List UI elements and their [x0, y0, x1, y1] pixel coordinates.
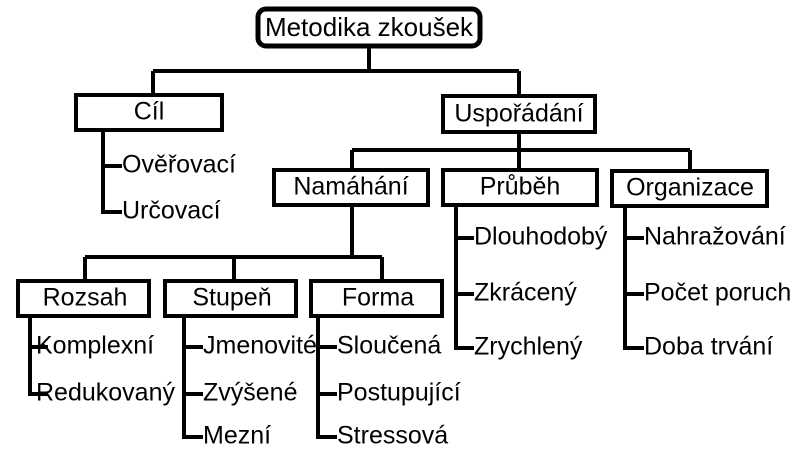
- connector-group: [28, 46, 692, 439]
- node-namahani[interactable]: Namáhání: [272, 168, 430, 207]
- node-cil-box: [74, 93, 224, 132]
- node-organizace-label: Organizace: [626, 174, 754, 202]
- leaf-cil-overovaci: Ověřovací: [122, 151, 236, 179]
- leaf-prubeh-dlouhodoby: Dlouhodobý: [474, 223, 608, 251]
- leaf-forma-stressova: Stressová: [337, 422, 448, 450]
- leaf-rozsah-redukovany: Redukovaný: [36, 379, 175, 407]
- node-prubeh-label: Průběh: [480, 173, 561, 201]
- leaf-organizace-nahrazovani: Nahražování: [644, 223, 786, 251]
- node-rozsah[interactable]: Rozsah: [16, 279, 151, 318]
- node-stupen[interactable]: Stupeň: [163, 279, 298, 318]
- node-root-box: [255, 6, 483, 49]
- node-namahani-box: [272, 168, 430, 207]
- node-organizace-box: [610, 169, 769, 208]
- leaf-stupen-jmenovite: Jmenovité: [203, 332, 317, 360]
- connector-stupen-leaves: [182, 316, 203, 439]
- node-organizace[interactable]: Organizace: [610, 169, 769, 208]
- node-usporadani[interactable]: Uspořádání: [441, 94, 597, 134]
- node-stupen-label: Stupeň: [192, 284, 271, 312]
- node-forma-box: [309, 279, 444, 318]
- node-rozsah-box: [16, 279, 151, 318]
- leaf-forma-postupujici: Postupující: [337, 379, 461, 407]
- node-root[interactable]: Metodika zkoušek: [255, 6, 483, 49]
- leaf-prubeh-zrychleny: Zrychlený: [474, 333, 583, 361]
- leaf-stupen-zvysene: Zvýšené: [203, 379, 297, 407]
- node-forma[interactable]: Forma: [309, 279, 444, 318]
- leaf-rozsah-komplexni: Komplexní: [36, 332, 154, 360]
- node-namahani-label: Namáhání: [293, 173, 408, 201]
- node-prubeh[interactable]: Průběh: [441, 168, 599, 207]
- leaf-prubeh-zkraceny: Zkrácený: [474, 279, 577, 307]
- node-forma-label: Forma: [342, 284, 414, 312]
- connector-rozsah-leaves: [28, 316, 48, 396]
- node-cil[interactable]: Cíl: [74, 93, 224, 132]
- node-usporadani-box: [441, 94, 597, 134]
- leaf-organizace-pocet-poruch: Počet poruch: [644, 279, 791, 307]
- connector-organizace-leaves: [623, 206, 644, 350]
- node-prubeh-box: [441, 168, 599, 207]
- connector-forma-leaves: [316, 316, 337, 439]
- node-rozsah-label: Rozsah: [43, 284, 128, 312]
- node-root-label: Metodika zkoušek: [265, 12, 474, 42]
- node-cil-label: Cíl: [134, 98, 165, 126]
- leaf-cil-urcovaci: Určovací: [122, 197, 221, 225]
- node-stupen-box: [163, 279, 298, 318]
- leaf-stupen-mezni: Mezní: [203, 422, 271, 450]
- node-usporadani-label: Uspořádání: [454, 100, 583, 128]
- connector-cil-leaves: [101, 130, 122, 214]
- leaf-organizace-doba-trvani: Doba trvání: [644, 333, 773, 361]
- leaf-forma-sloucena: Sloučená: [337, 332, 441, 360]
- connector-prubeh-leaves: [454, 205, 474, 350]
